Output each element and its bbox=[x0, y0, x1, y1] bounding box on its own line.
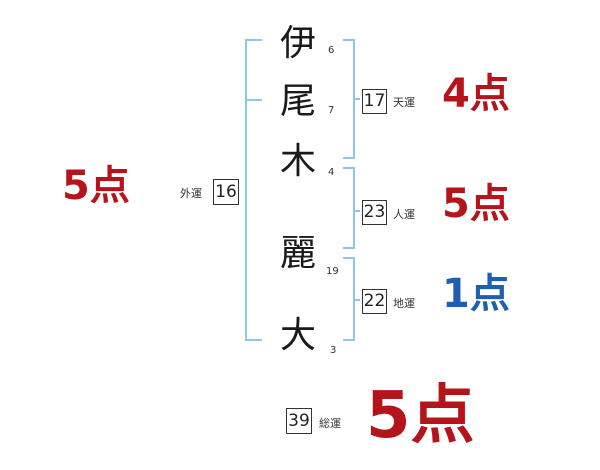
gaiun-score: 5点 bbox=[62, 163, 130, 209]
gaiun-label: 外運 bbox=[180, 187, 202, 200]
stroke-count-4: 19 bbox=[326, 266, 339, 277]
jinun-bracket bbox=[343, 167, 360, 249]
tenun-score: 4点 bbox=[442, 71, 510, 117]
chiun-value: 22 bbox=[362, 289, 387, 314]
jinun-value: 23 bbox=[362, 200, 387, 225]
chiun-label: 地運 bbox=[393, 297, 415, 310]
stroke-count-1: 6 bbox=[328, 45, 335, 56]
stroke-count-2: 7 bbox=[328, 105, 335, 116]
chiun-bracket bbox=[343, 257, 360, 341]
tenun-value: 17 bbox=[362, 89, 387, 114]
tenun-label: 天運 bbox=[393, 96, 415, 109]
outer-bracket bbox=[245, 39, 262, 341]
chiun-score: 1点 bbox=[442, 271, 510, 317]
name-char-2: 尾 bbox=[279, 81, 316, 122]
name-char-5: 大 bbox=[279, 315, 316, 356]
jinun-score: 5点 bbox=[442, 181, 510, 227]
souun-label: 総運 bbox=[319, 417, 341, 430]
souun-value: 39 bbox=[286, 408, 312, 434]
stroke-count-3: 4 bbox=[328, 167, 335, 178]
name-char-1: 伊 bbox=[279, 23, 316, 64]
gaiun-value: 16 bbox=[213, 179, 239, 205]
souun-score: 5点 bbox=[366, 379, 475, 453]
tenun-bracket bbox=[343, 39, 360, 159]
jinun-label: 人運 bbox=[393, 208, 415, 221]
name-char-4: 麗 bbox=[279, 233, 316, 274]
name-char-3: 木 bbox=[279, 141, 316, 182]
stroke-count-5: 3 bbox=[330, 345, 337, 356]
